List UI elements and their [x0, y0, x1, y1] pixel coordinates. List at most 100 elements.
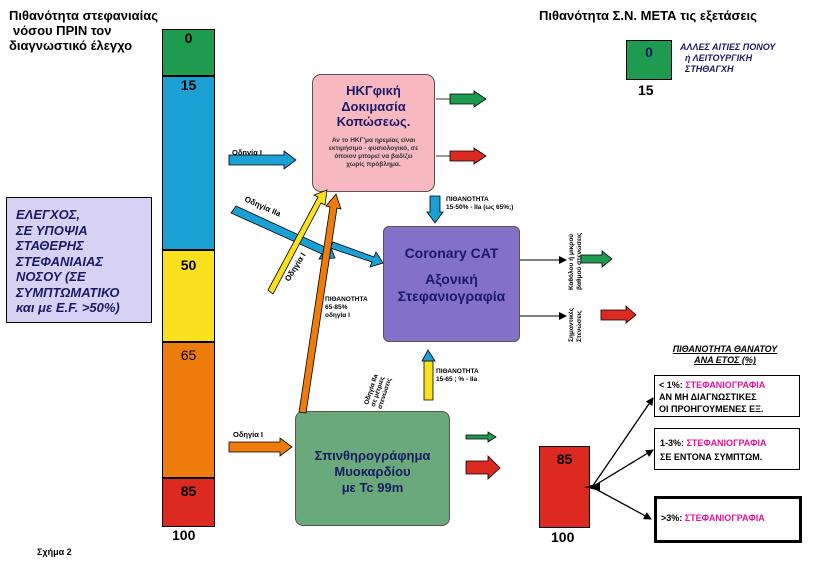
death-line-back [584, 483, 600, 491]
left-title-line: Πιθανότητα στεφανιαίας [9, 8, 158, 23]
death-box-3: >3%: ΣΤΕΦΑΝΙΟΓΡΑΦΙΑ [654, 496, 802, 543]
bar-label-65: 65 [180, 347, 197, 363]
ct-out-red-line: Στενώσεις [576, 310, 583, 342]
prob-mid-line: οδηγία I [325, 312, 350, 319]
left-title-line: νόσου ΠΡΙΝ τον [13, 23, 112, 38]
control-box-line: ΣΤΑΘΕΡΗΣ [16, 238, 84, 253]
bar-label-100: 100 [172, 527, 196, 543]
control-box: ΕΛΕΓΧΟΣ, ΣΕ ΥΠΟΨΙΑ ΣΤΑΘΕΡΗΣ ΣΤΕΦΑΝΙΑΙΑΣ … [6, 197, 152, 323]
control-box-line: ΣΥΜΠΤΩΜΑΤΙΚΟ [16, 284, 120, 300]
ct-out-green-arrow [580, 250, 613, 268]
bar-label-50: 50 [180, 257, 197, 273]
legend-text-line: ΣΤΗΘΑΓΧΗ [685, 64, 734, 74]
death-line-2 [591, 449, 654, 488]
red-box-value: 85 [556, 451, 573, 467]
death-title-line: ΑΝΑ ΕΤΟΣ (%) [694, 355, 756, 365]
legend-value-top: 0 [645, 44, 653, 60]
stress-out-red-arrow [449, 147, 487, 165]
death-b1-prefix: < 1%: [659, 380, 686, 390]
stress-test-note: όποιον μπορεί να βαδίζει [334, 152, 413, 160]
prob-mid-label: ΠΙΘΑΝΟΤΗΤΑ 65-85% οδηγία I [325, 296, 368, 320]
stress-test-note: εκτιμήσιμο - φυσιολογικό, σε [328, 144, 419, 152]
bar-label-15: 15 [180, 77, 197, 93]
arrow-to-scintigraphy [228, 437, 293, 457]
left-title: Πιθανότητα στεφανιαίας νόσου ΠΡΙΝ τον δι… [9, 8, 219, 53]
death-b2-highlight: ΣΤΕΦΑΝΙΟΓΡΑΦΙΑ [686, 438, 767, 448]
ct-out-red-label: Σημαντικές Στενώσεις [568, 307, 583, 342]
prob-scan-line: 15-65 ; % - IIa [436, 376, 478, 383]
stress-test-note: χωρίς πρόβλημα. [346, 160, 401, 168]
death-b2-line: ΣΕ ΕΝΤΟΝΑ ΣΥΜΠΤΩΜ. [660, 452, 763, 462]
coronary-ct-subtitle: Αξονική [425, 271, 478, 287]
prob-mid-line: ΠΙΘΑΝΟΤΗΤΑ [325, 296, 368, 303]
arrow-yellow-small-head [421, 349, 436, 362]
control-box-line: και με E.F. >50%) [16, 300, 120, 315]
ct-out-green-line: βαθμού στενώσεις [576, 232, 583, 290]
guide-label-stress: Οδηγία I [232, 148, 262, 157]
death-b1-line: ΑΝ ΜΗ ΔΙΑΓΝΩΣΤΙΚΕΣ [659, 392, 757, 402]
death-box-1: < 1%: ΣΤΕΦΑΝΙΟΓΡΑΦΙΑ ΑΝ ΜΗ ΔΙΑΓΝΩΣΤΙΚΕΣ … [654, 375, 800, 417]
guide-label-scan: Οδηγία I [233, 430, 263, 439]
coronary-ct-box: Coronary CAT Αξονική Στεφανιογραφία [383, 226, 520, 342]
bar-segment-green: 0 [162, 29, 215, 76]
arrow-yellow-small [423, 360, 434, 401]
ct-out-red-arrow [600, 305, 637, 324]
legend-text-line: ΑΛΛΕΣ ΑΙΤΙΕΣ ΠΟΝΟΥ [680, 42, 776, 52]
legend-value-bottom: 15 [638, 82, 654, 98]
prob-scan-label: ΠΙΘΑΝΟΤΗΤΑ 15-65 ; % - IIa [436, 368, 479, 384]
stress-test-title: Δοκιμασία [341, 98, 406, 114]
red-box-bottom: 100 [551, 529, 575, 545]
scintigraphy-title: Σπινθηρογράφημα [314, 448, 431, 463]
bar-segment-red: 85 [162, 478, 215, 527]
death-line-3 [591, 486, 652, 520]
stress-test-title: ΗΚΓφική [346, 83, 401, 98]
coronary-ct-subtitle: Στεφανιογραφία [397, 288, 506, 304]
bar-label-85: 85 [180, 483, 197, 499]
prob-ct-label: ΠΙΘΑΝΟΤΗΤΑ 15-50% - IIa (ως 65%;) [446, 196, 513, 212]
bar-segment-blue: 15 [162, 76, 215, 250]
coronary-ct-title: Coronary CAT [404, 245, 499, 261]
ct-out-green-line: Καθόλου ή μικρού [567, 234, 575, 290]
arrow-into-ct [329, 241, 384, 268]
death-title-line: ΠΙΘΑΝΟΤΗΤΑ ΘΑΝΑΤΟΥ [672, 344, 778, 354]
control-box-line: ΣΕ ΥΠΟΨΙΑ [16, 222, 88, 238]
prob-mid-line: 65-85% [325, 304, 348, 311]
death-b3-prefix: >3%: [661, 513, 685, 523]
bar-segment-orange: 65 [162, 342, 215, 478]
stress-test-title: Κοπώσεως. [336, 114, 411, 129]
control-box-line: ΕΛΕΓΧΟΣ, [16, 207, 81, 222]
death-b2-prefix: 1-3%: [660, 438, 687, 448]
death-b1-line: ΟΙ ΠΡΟΗΓΟΥΜΕΝΕΣ ΕΞ. [659, 404, 764, 414]
legend-text-line: ή ΛΕΙΤΟΥΡΓΙΚΗ [685, 53, 753, 63]
arrow-orange-long [298, 193, 342, 414]
control-box-line: ΣΤΕΦΑΝΙΑΙΑΣ [16, 253, 104, 269]
arrow-yellow-diagonal: Οδηγία I [267, 189, 328, 295]
bar-segment-yellow: 50 [162, 250, 215, 342]
scintigraphy-title: Μυοκαρδίου [334, 464, 411, 479]
right-title: Πιθανότητα Σ.Ν. ΜΕΤΑ τις εξετάσεις [539, 8, 757, 23]
ct-out-red-line: Σημαντικές [568, 307, 575, 342]
scintigraphy-title: με Tc 99m [341, 480, 404, 495]
post-test-red-box: 85 [539, 446, 590, 528]
legend-green-box: 0 [626, 40, 672, 80]
arrow-ct-top [426, 195, 444, 224]
death-b3-highlight: ΣΤΕΦΑΝΙΟΓΡΑΦΙΑ [684, 513, 765, 523]
scintigraphy-box: Σπινθηρογράφημα Μυοκαρδίου με Tc 99m [295, 411, 450, 526]
scan-out-green-arrow [465, 431, 497, 443]
death-box-2: 1-3%: ΣΤΕΦΑΝΙΟΓΡΑΦΙΑ ΣΕ ΕΝΤΟΝΑ ΣΥΜΠΤΩΜ. [654, 428, 800, 470]
left-title-line: διαγνωστικό έλεγχο [9, 38, 133, 53]
control-box-line: ΝΟΣΟΥ (ΣΕ [16, 269, 86, 284]
arrow-to-stress-test [228, 150, 297, 170]
bar-label-0: 0 [184, 30, 193, 46]
ct-out-green-label: Καθόλου ή μικρού βαθμού στενώσεις [567, 232, 583, 290]
stress-test-box: ΗΚΓφική Δοκιμασία Κοπώσεως. Αν το ΗΚΓ'μα… [312, 74, 435, 192]
prob-scan-line: ΠΙΘΑΝΟΤΗΤΑ [436, 368, 479, 375]
iia-small-label: Οδηγία IIa σε μέτριες στενώσεις [363, 373, 393, 410]
death-b1-highlight: ΣΤΕΦΑΝΙΟΓΡΑΦΙΑ [685, 380, 766, 390]
figure-caption: Σχήμα 2 [37, 547, 72, 557]
death-line-1 [591, 397, 654, 488]
scan-out-red-arrow [465, 455, 501, 480]
legend-text: ΑΛΛΕΣ ΑΙΤΙΕΣ ΠΟΝΟΥ ή ΛΕΙΤΟΥΡΓΙΚΗ ΣΤΗΘΑΓΧ… [680, 42, 775, 75]
prob-ct-line: 15-50% - IIa (ως 65%;) [446, 204, 514, 211]
